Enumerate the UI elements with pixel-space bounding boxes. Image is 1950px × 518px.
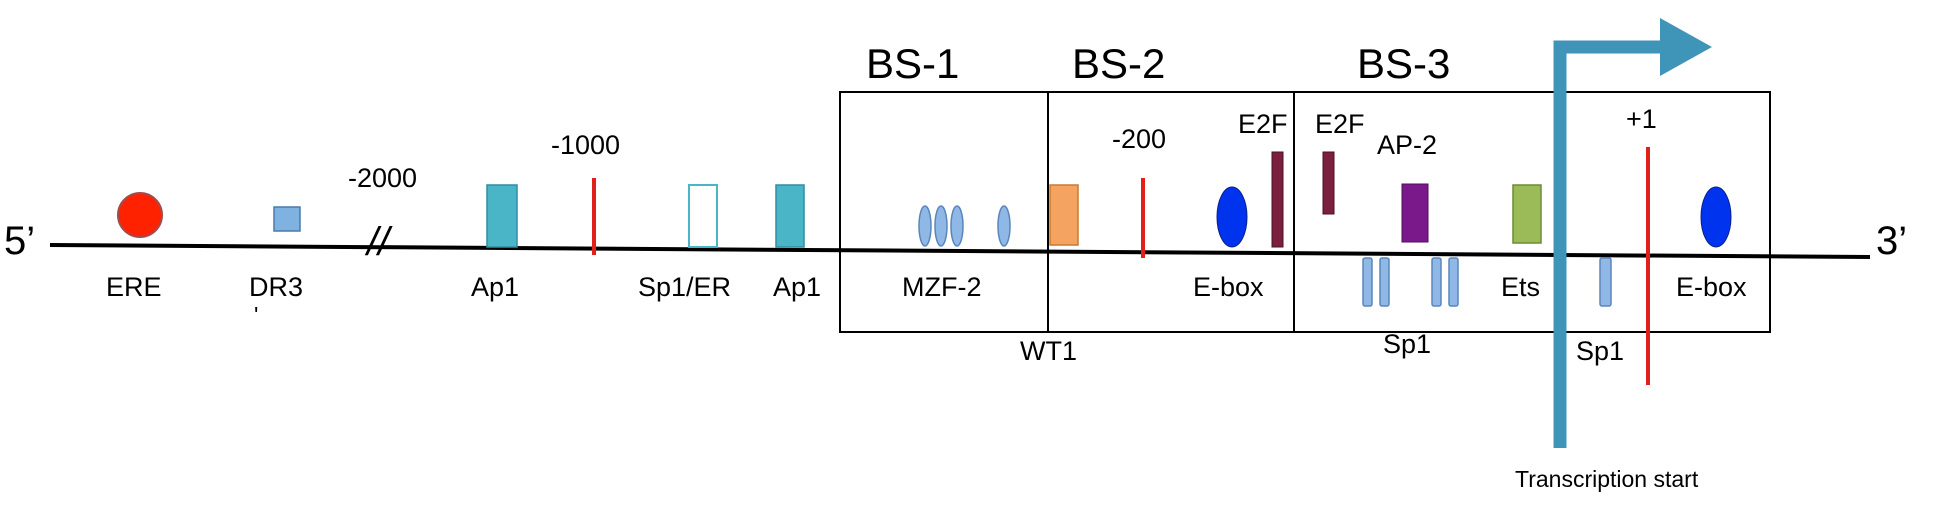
ap1-box-icon xyxy=(775,184,805,248)
element-label-ap1: Ap1 xyxy=(773,272,822,302)
wt1-box-icon xyxy=(1049,184,1079,246)
ebox-ellipse-icon xyxy=(1216,186,1248,248)
sp1-bar xyxy=(1431,257,1442,307)
element-label-ere: ERE xyxy=(106,272,162,302)
sp1-bar xyxy=(1379,257,1390,307)
transcription-start-label: Transcription start xyxy=(1515,466,1699,492)
binding-site-label-bs2: BS-2 xyxy=(1072,40,1166,87)
ap1-box-icon xyxy=(486,184,518,248)
element-label-ets: Ets xyxy=(1501,272,1541,302)
binding-site-label-bs1: BS-1 xyxy=(866,40,960,87)
element-label-mzf2: MZF-2 xyxy=(902,272,982,302)
element-label-ap1: Ap1 xyxy=(471,272,520,302)
sequence-break-mark: // xyxy=(367,220,390,264)
element-label-ap2: AP-2 xyxy=(1377,130,1438,160)
e2f-bar-icon xyxy=(1271,151,1284,248)
dr3-tick-mark: ' xyxy=(254,302,259,328)
mzf2-ellipse xyxy=(918,205,932,247)
element-label-dr3: DR3 xyxy=(249,272,304,302)
element-label-wt1: WT1 xyxy=(1020,336,1077,366)
mzf2-ellipse xyxy=(950,205,964,247)
element-label-sp1-er: Sp1/ER xyxy=(638,272,732,302)
element-label-ebox: E-box xyxy=(1676,272,1747,302)
mzf2-ellipses-icon xyxy=(918,205,1011,247)
element-label-e2f: E2F xyxy=(1315,109,1365,139)
bs3-box xyxy=(1293,91,1771,333)
e2f-bar-icon xyxy=(1322,151,1335,215)
position-label-minus2000: -2000 xyxy=(348,163,418,193)
ebox-ellipse-icon xyxy=(1700,186,1732,248)
five-prime-label: 5’ xyxy=(4,219,36,263)
sp1-bar xyxy=(1448,257,1459,307)
ere-circle-icon xyxy=(117,192,163,238)
mzf2-ellipse xyxy=(934,205,948,247)
binding-site-label-bs3: BS-3 xyxy=(1357,40,1451,87)
sp1-bars-icon xyxy=(1362,257,1459,307)
three-prime-label: 3’ xyxy=(1876,219,1908,263)
position-label-minus200: -200 xyxy=(1112,124,1167,154)
element-label-e2f: E2F xyxy=(1238,109,1288,139)
ets-box-icon xyxy=(1512,184,1542,244)
mzf2-ellipse xyxy=(997,205,1011,247)
dr3-square-icon xyxy=(273,206,301,232)
position-label-plus1: +1 xyxy=(1626,104,1657,134)
transcription-arrow-icon xyxy=(1553,18,1712,448)
element-label-sp1: Sp1 xyxy=(1576,336,1625,366)
position-label-minus1000: -1000 xyxy=(551,130,621,160)
sp1-bar-icon xyxy=(1599,257,1612,307)
sp1-bar xyxy=(1362,257,1373,307)
dna-strand-line xyxy=(49,243,1871,259)
transcription-arrow-shaft xyxy=(1553,40,1660,448)
element-label-ebox: E-box xyxy=(1193,272,1264,302)
sp1-er-box-icon xyxy=(688,184,718,248)
element-label-sp1: Sp1 xyxy=(1383,329,1432,359)
transcription-arrow-head xyxy=(1660,18,1712,76)
ap2-box-icon xyxy=(1401,183,1429,243)
